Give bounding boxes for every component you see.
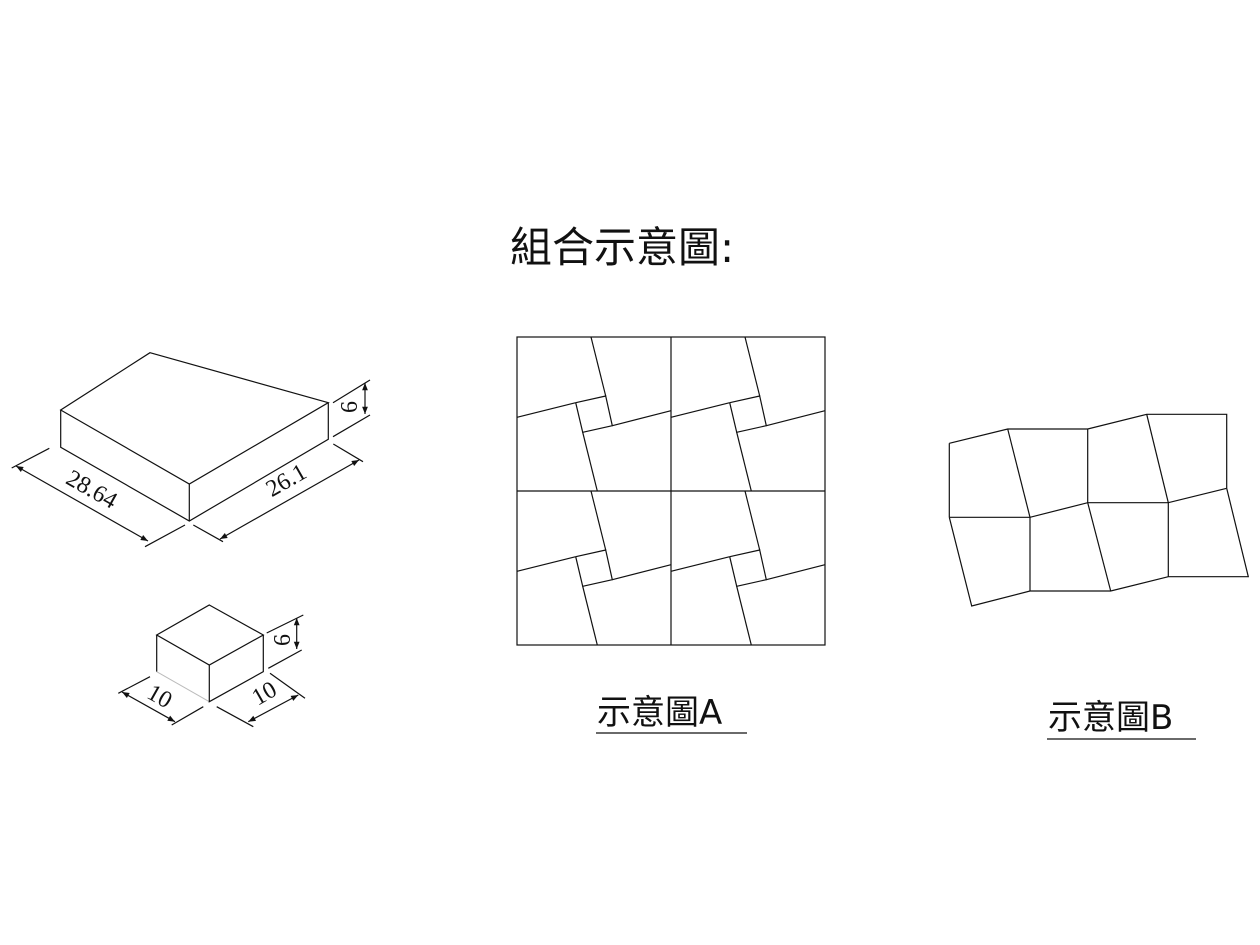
- diagram-a-tile-edge: [766, 564, 826, 581]
- diagram-a-tile-edge: [736, 586, 752, 646]
- diagram-a-tile-edge: [736, 432, 752, 492]
- diagram-a-tile-edge: [590, 336, 607, 397]
- large-block: [59, 352, 330, 522]
- diagram-a-tile-edge: [670, 556, 730, 572]
- small-block-width-dimension: 10: [216, 672, 306, 728]
- diagram-a-tile-edge: [729, 549, 768, 588]
- diagram-a-tile-edge: [612, 410, 672, 427]
- small-block: [155, 604, 265, 703]
- diagram-a-tile-edge: [612, 564, 672, 581]
- large-block-length-dimension: 28.64: [11, 447, 186, 548]
- diagram-a-tile-edge: [766, 410, 826, 427]
- diagram-b-caption: 示意圖B: [1048, 698, 1173, 738]
- diagram-a-tile-edge: [575, 395, 614, 434]
- large-block-width-label: 26.1: [262, 459, 311, 502]
- large-block-width-dimension: 26.1: [193, 443, 364, 543]
- large-block-height-label: 6: [337, 401, 363, 413]
- diagram-a-tile-edge: [575, 549, 614, 588]
- diagram-a-tile-edge: [582, 432, 598, 492]
- diagram-b-pattern: [948, 413, 1250, 607]
- small-block-height-dimension: 6: [266, 614, 304, 669]
- diagram-a-tile-edge: [582, 586, 598, 646]
- small-block-height-label: 6: [270, 634, 296, 646]
- diagram-a-tile-edge: [516, 556, 576, 572]
- diagram-a-pattern: [516, 336, 826, 646]
- large-block-length-label: 28.64: [62, 465, 122, 514]
- diagram-a-caption: 示意圖A: [597, 693, 722, 733]
- small-block-width-label: 10: [248, 677, 282, 711]
- small-block-length-label: 10: [143, 680, 177, 714]
- small-block-length-dimension: 10: [118, 676, 204, 726]
- diagram-a-tile-edge: [744, 490, 761, 551]
- diagram-a-tile-edge: [516, 402, 576, 418]
- diagram-a-tile-edge: [590, 490, 607, 551]
- page-title: 組合示意圖:: [510, 223, 734, 272]
- large-block-height-dimension: 6: [332, 379, 371, 438]
- diagram-a-tile-edge: [729, 395, 768, 434]
- diagram-a-tile-edge: [670, 402, 730, 418]
- diagram-a-tile-edge: [744, 336, 761, 397]
